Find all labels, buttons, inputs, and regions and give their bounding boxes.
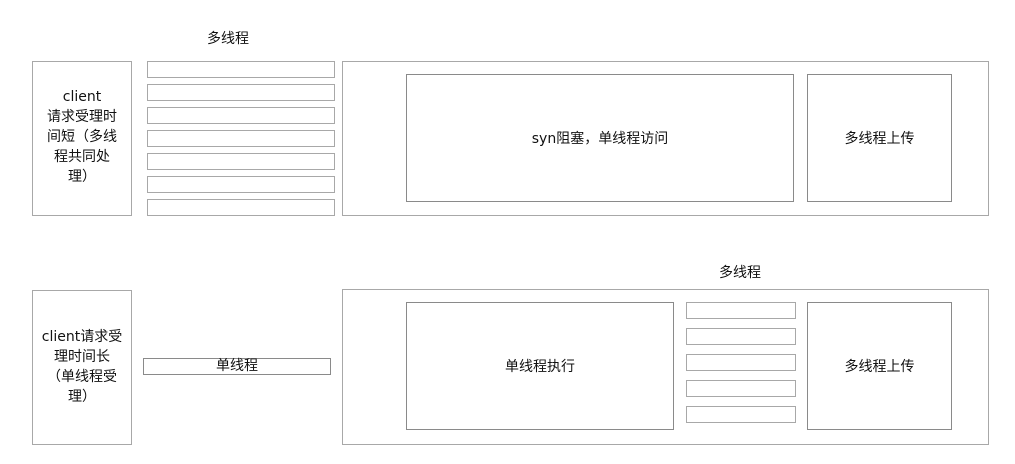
- top-thread-bar-1: [147, 61, 335, 78]
- bottom-thread-bar-3: [686, 354, 796, 371]
- bottom-client-line-1: client请求受: [41, 329, 123, 345]
- top-upload-box: 多线程上传: [807, 74, 952, 202]
- top-client-line-3: 间短（多线: [47, 129, 117, 145]
- bottom-client-line-4: 理）: [68, 389, 96, 405]
- bottom-upload-label: 多线程上传: [844, 359, 915, 375]
- top-client-line-4: 程共同处: [54, 149, 110, 165]
- top-thread-bar-4: [147, 130, 335, 147]
- top-client-text: client 请求受理时 间短（多线 程共同处 理）: [33, 87, 131, 187]
- top-thread-bar-7: [147, 199, 335, 216]
- top-blocking-label: syn阻塞，单线程访问: [531, 131, 669, 147]
- bottom-client-text: client请求受 理时间长 （单线程受 理）: [33, 327, 131, 407]
- bottom-thread-bar-1: [686, 302, 796, 319]
- top-client-box: client 请求受理时 间短（多线 程共同处 理）: [32, 61, 132, 216]
- bottom-threads-label: 多线程: [719, 265, 761, 281]
- bottom-upload-box: 多线程上传: [807, 302, 952, 430]
- bottom-client-line-2: 理时间长: [54, 349, 110, 365]
- bottom-thread-bar-5: [686, 406, 796, 423]
- bottom-execute-box: 单线程执行: [406, 302, 674, 430]
- bottom-thread-bar-4: [686, 380, 796, 397]
- top-client-line-2: 请求受理时: [47, 109, 117, 125]
- top-blocking-box: syn阻塞，单线程访问: [406, 74, 794, 202]
- top-thread-bar-2: [147, 84, 335, 101]
- top-thread-bar-3: [147, 107, 335, 124]
- bottom-client-box: client请求受 理时间长 （单线程受 理）: [32, 290, 132, 445]
- top-upload-label: 多线程上传: [844, 131, 915, 147]
- bottom-execute-label: 单线程执行: [505, 359, 575, 375]
- bottom-single-thread-bar: 单线程: [143, 358, 331, 375]
- top-client-line-1: client: [62, 89, 102, 105]
- top-thread-bar-6: [147, 176, 335, 193]
- top-threads-label: 多线程: [207, 31, 249, 47]
- bottom-single-thread-label: 单线程: [216, 358, 258, 374]
- bottom-thread-bar-2: [686, 328, 796, 345]
- bottom-client-line-3: （单线程受: [47, 369, 117, 385]
- top-thread-bar-5: [147, 153, 335, 170]
- top-client-line-5: 理）: [68, 169, 96, 185]
